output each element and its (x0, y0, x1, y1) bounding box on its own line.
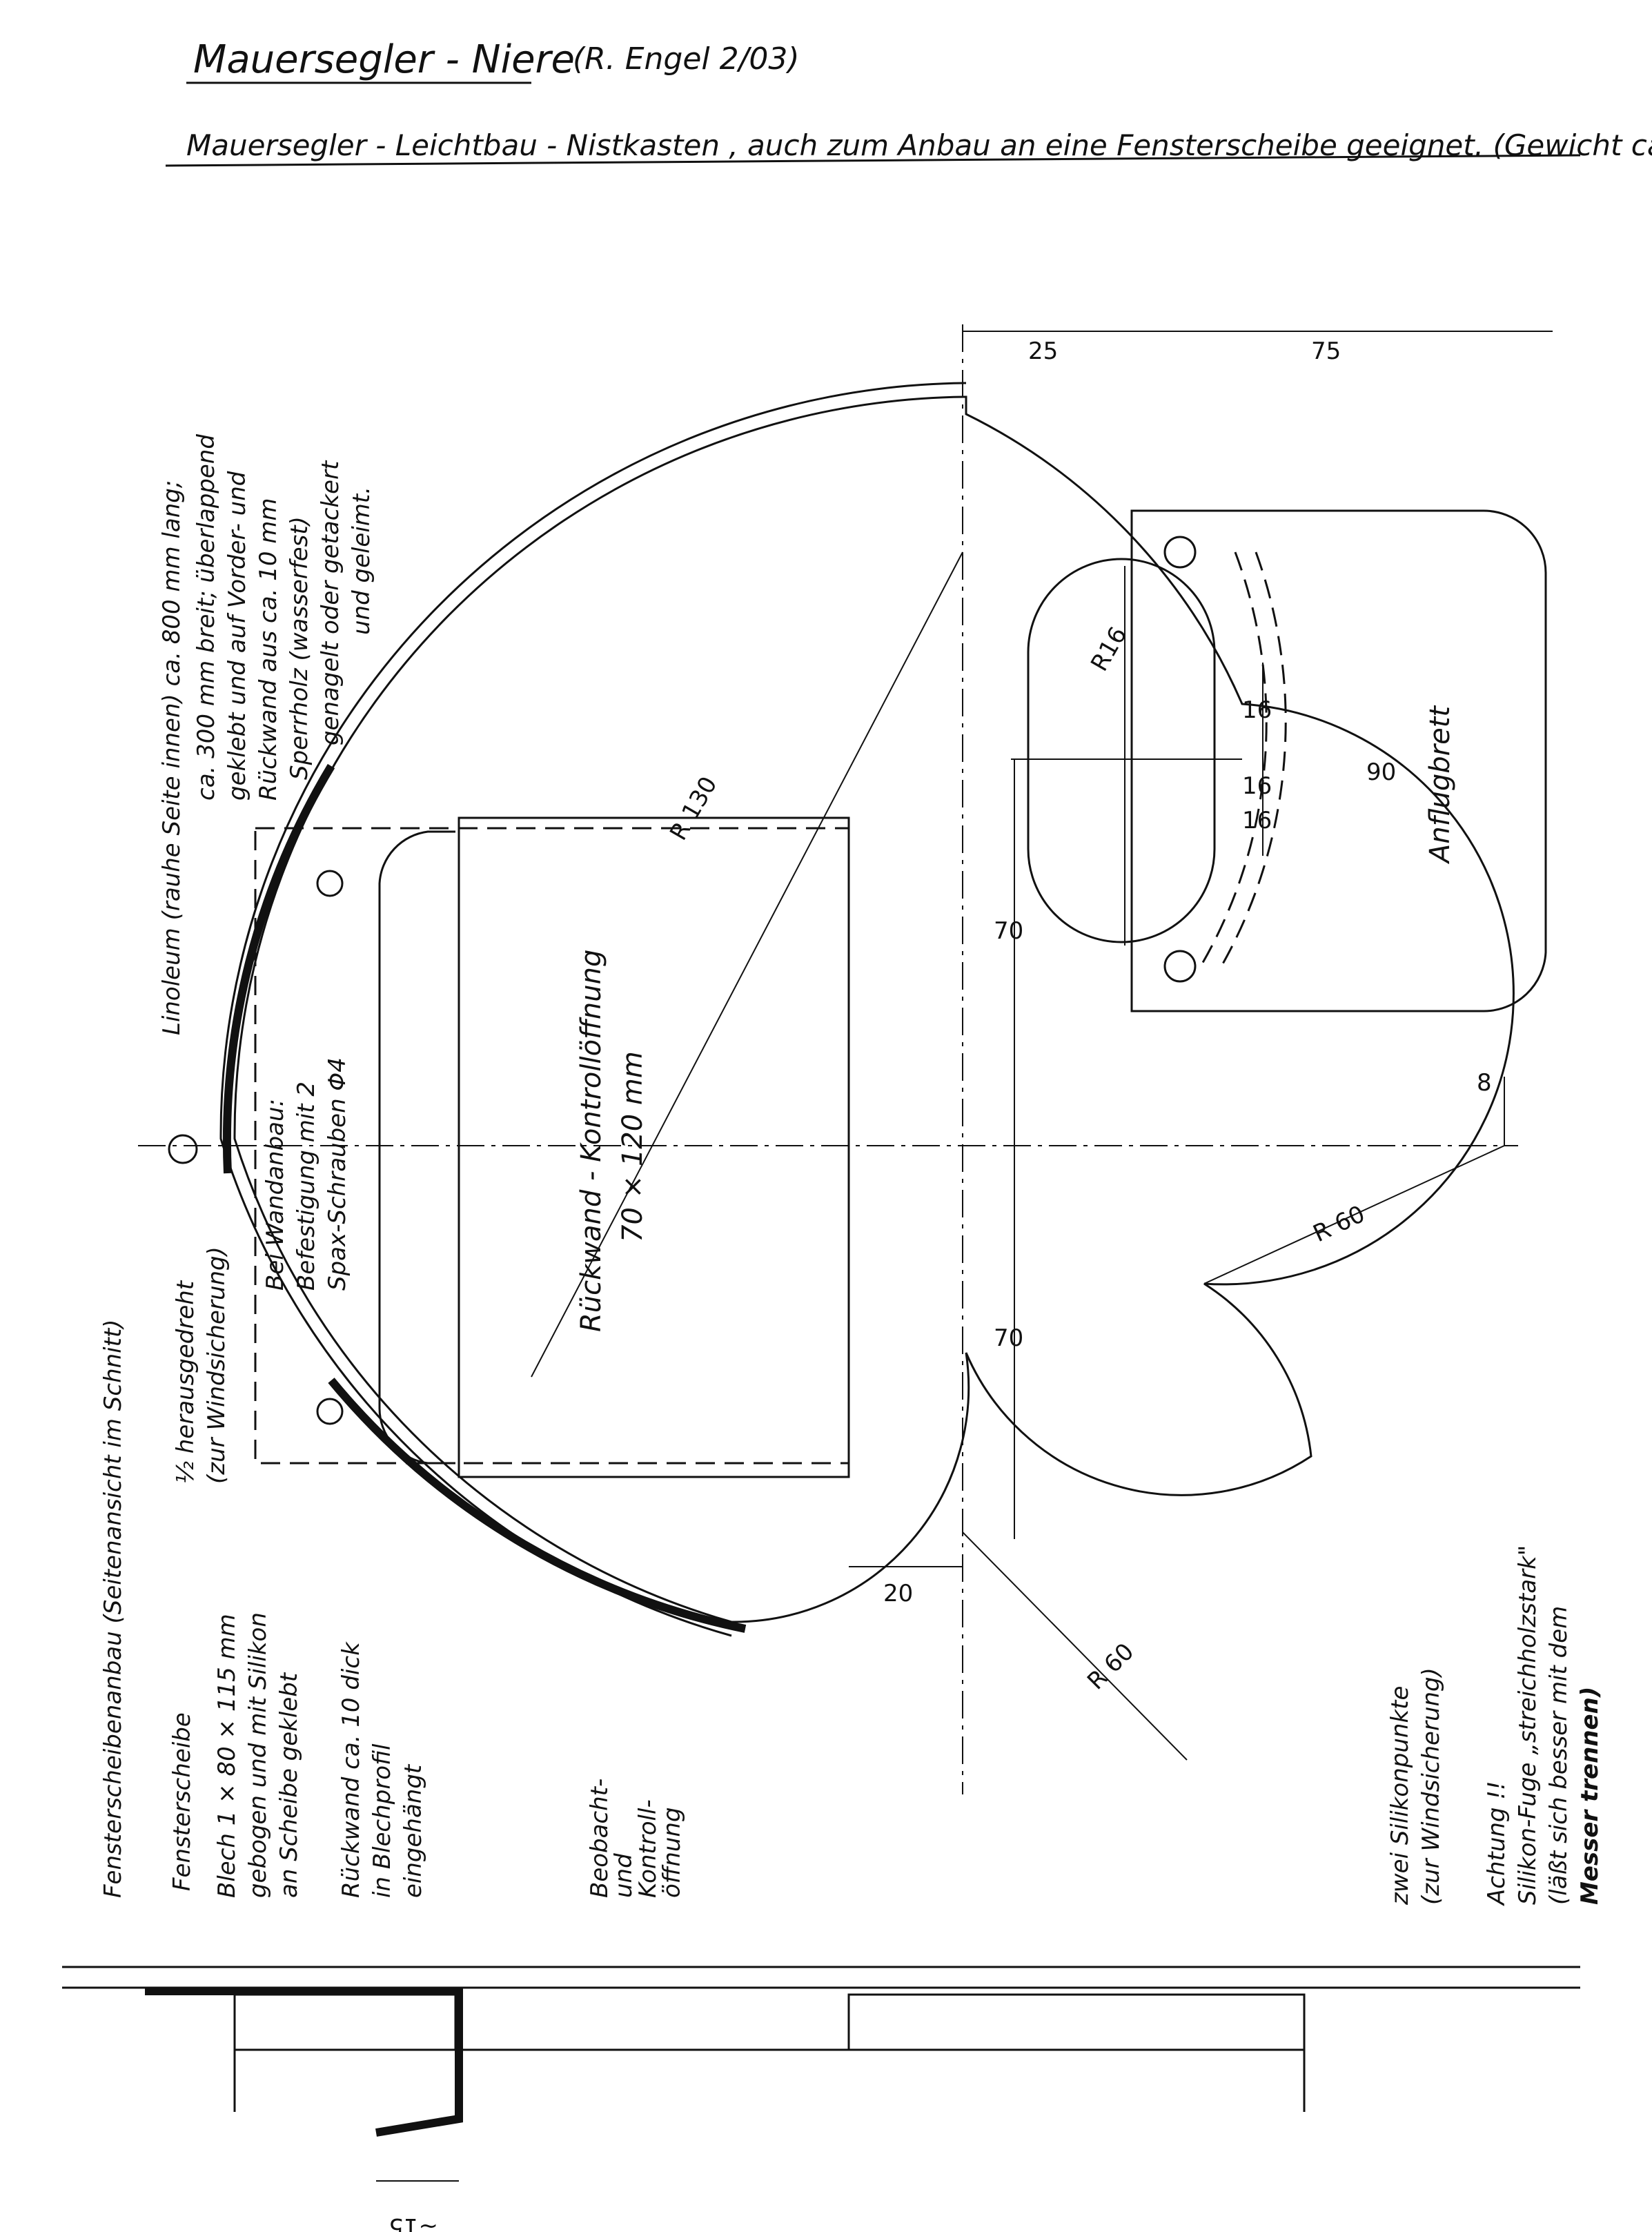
note-wandanbau-2: Befestigung mit 2 (293, 1081, 320, 1291)
outline-path (233, 395, 1515, 1623)
note-beobacht-3: Kontroll- (634, 1799, 662, 1898)
note-linoleum-2: ca. 300 mm breit; überlappend (193, 434, 220, 801)
front-wall-section (847, 1993, 1306, 2051)
note-rueckwand-2: in Blechprofil (368, 1743, 396, 1898)
control-opening-dashed (254, 827, 850, 1465)
note-linoleum-5: Sperrholz (wasserfest) (286, 516, 313, 780)
dim-16a: 16 (1242, 696, 1272, 724)
screw-icon-wall-main (168, 1134, 198, 1164)
dim-r16: R16 (1085, 623, 1132, 676)
dim-8: 8 (1477, 1069, 1492, 1097)
dim-70b: 70 (994, 1324, 1023, 1352)
landing-board: Anflugbrett 90 (1130, 509, 1547, 1012)
subtitle-underline (165, 154, 1581, 167)
drawing-title: Mauersegler - Niere (193, 37, 575, 82)
linoleum-strip-top (222, 763, 335, 1174)
note-blech-2: gebogen und mit Silikon (244, 1612, 272, 1898)
dim-16b: 16 (1242, 807, 1272, 834)
window-mount-notes: Fensterscheibenanbau (Seitenansicht im S… (99, 1319, 686, 1898)
note-silikon-2: (zur Windsicherung) (1417, 1667, 1445, 1905)
dim-r130: R 130 (665, 772, 722, 845)
landing-board-label: Anflugbrett (1424, 705, 1456, 865)
outline-outer-path (219, 382, 967, 1637)
note-achtung-3: (läßt sich besser mit dem (1545, 1606, 1573, 1905)
note-linoleum-3: geklebt und auf Vorder- und (224, 471, 251, 801)
screw-icon-wall-top (316, 870, 344, 897)
silicone-notes: zwei Silikonpunkte (zur Windsicherung) A… (1386, 1545, 1604, 1906)
hidden-edge-1 (1199, 551, 1268, 967)
dim-r60-top: R 60 (1309, 1200, 1369, 1248)
control-opening: Rückwand - Kontrollöffnung 70 × 120 mm (254, 816, 850, 1478)
linoleum-note: Linoleum (rauhe Seite innen) ca. 800 mm … (158, 434, 375, 1035)
sheet-metal-profile (145, 1987, 463, 2137)
note-blech-1: Blech 1 × 80 × 115 mm (213, 1614, 241, 1898)
note-wandanbau-1: Bei Wandanbau: (262, 1099, 289, 1291)
note-herausgedreht-2: (zur Windsicherung) (203, 1246, 230, 1484)
note-rueckwand-1: Rückwand ca. 10 dick (337, 1641, 365, 1898)
linoleum-strip-bottom (328, 1378, 747, 1633)
dimension-lines: R 130 R 60 R 60 R16 16 16 16 70 70 20 8 … (531, 331, 1553, 1761)
title-block: Mauersegler - Niere (R. Engel 2/03) Maue… (165, 37, 1652, 167)
control-opening-lid (378, 830, 455, 1465)
rueckwand-section (233, 1993, 457, 2051)
dim-70a: 70 (994, 917, 1023, 945)
entrance-hole-outline (1027, 558, 1216, 943)
note-beobacht-1: Beobacht- (586, 1779, 613, 1898)
note-linoleum-4: Rückwand aus ca. 10 mm (255, 498, 282, 801)
r60-bottom-leader (962, 1531, 1188, 1761)
entrance-hole (1011, 558, 1242, 946)
author-note: (R. Engel 2/03) (573, 41, 800, 77)
screw-icon-wall-bottom (316, 1398, 344, 1425)
centerlines (138, 324, 1518, 1794)
note-linoleum-1: Linoleum (rauhe Seite innen) ca. 800 mm … (158, 480, 186, 1035)
hidden-edge-2 (1220, 551, 1287, 967)
screw-icon-2 (1163, 950, 1197, 983)
note-wandanbau-3: Spax-Schrauben Φ4 (324, 1057, 351, 1291)
note-fensterscheibenanbau: Fensterscheibenanbau (Seitenansicht im S… (99, 1319, 127, 1898)
note-beobacht-4: öffnung (658, 1807, 686, 1898)
note-linoleum-7: und geleimt. (348, 487, 375, 635)
dim-25: 25 (1028, 337, 1058, 365)
window-cross-section: ~15 (62, 1966, 1580, 2232)
dim-r60-bottom: R 60 (1082, 1638, 1139, 1695)
wall-screws (168, 870, 344, 1425)
note-linoleum-6: genagelt oder getackert (317, 460, 344, 745)
note-fensterscheibe: Fensterscheibe (168, 1712, 196, 1891)
screw-icon-1 (1163, 536, 1197, 569)
dim-90: 90 (1366, 758, 1396, 786)
control-opening-rect (458, 816, 850, 1478)
dim-75: 75 (1311, 337, 1341, 365)
note-rueckwand-3: eingehängt (400, 1763, 427, 1898)
kidney-outline (219, 382, 1515, 1637)
note-herausgedreht-1: ½ herausgedreht (172, 1280, 199, 1484)
wall-mount-note: Bei Wandanbau: Befestigung mit 2 Spax-Sc… (172, 1057, 351, 1484)
note-beobacht-2: und (610, 1853, 638, 1898)
r60-top-leader (1203, 1145, 1505, 1284)
landing-board-outline (1130, 509, 1547, 1012)
dim-20: 20 (883, 1580, 913, 1607)
control-opening-label: Rückwand - Kontrollöffnung (576, 950, 607, 1332)
note-silikon-1: zwei Silikonpunkte (1386, 1686, 1414, 1906)
control-opening-size: 70 × 120 mm (617, 1051, 649, 1242)
dim-15: ~15 (389, 2213, 438, 2232)
note-achtung-1: Achtung !! (1483, 1781, 1511, 1906)
r130-leader (531, 551, 963, 1378)
note-blech-3: an Scheibe geklebt (275, 1672, 303, 1898)
note-achtung-4: Messer trennen) (1576, 1687, 1604, 1905)
note-achtung-2: Silikon-Fuge „streichholzstark" (1514, 1545, 1542, 1905)
dim-16c: 16 (1242, 772, 1272, 800)
